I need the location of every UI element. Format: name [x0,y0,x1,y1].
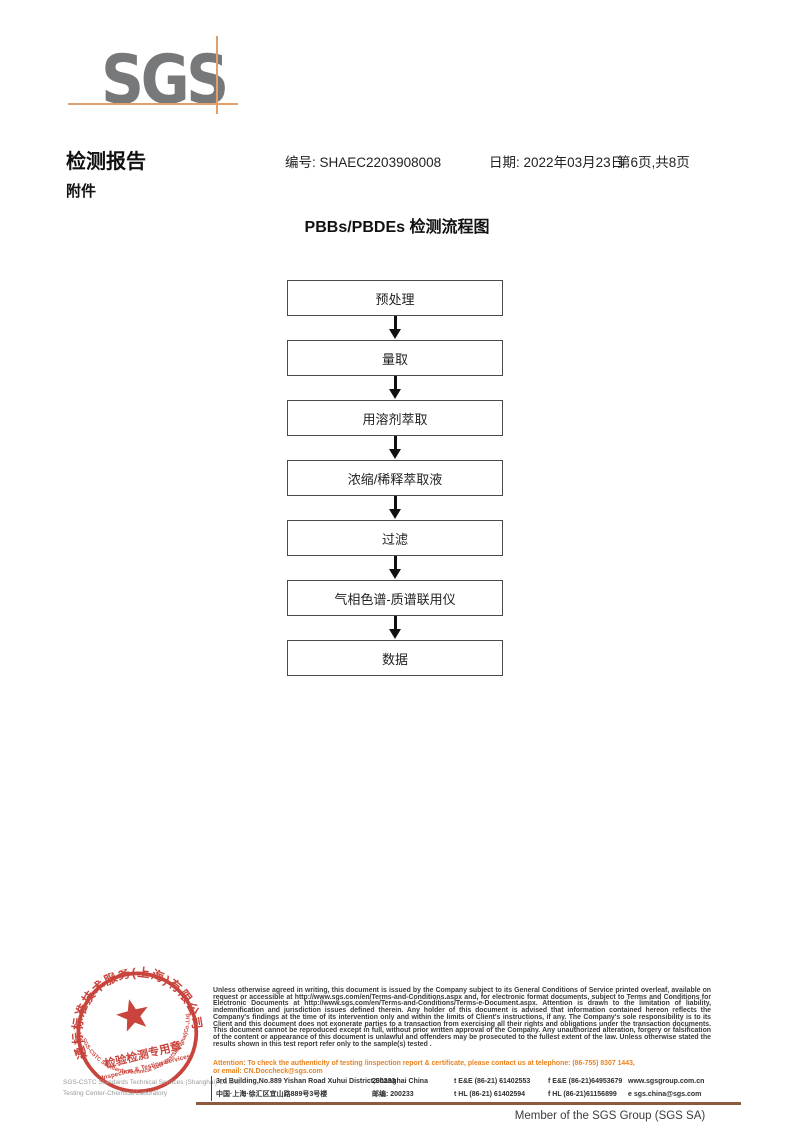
sgs-member-label: Member of the SGS Group (SGS SA) [514,1110,706,1122]
address-block: 3rd Building,No.889 Yishan Road Xuhui Di… [211,1076,746,1101]
flow-arrow-down-icon [287,616,503,640]
attachment-label: 附件 [66,183,97,200]
flow-step-solvent-extraction: 用溶剂萃取 [287,400,503,436]
arrow-head [389,629,401,639]
flow-arrow-down-icon [287,556,503,580]
flow-step-gcms: 气相色谱-质谱联用仪 [287,580,503,616]
logo-crosshair-vertical-line [216,36,218,114]
postcode-cn: 邮编: 200233 [372,1090,414,1098]
attention-notice-line2: or email: CN.Doccheck@sgs.com [213,1067,323,1075]
flow-step-data: 数据 [287,640,503,676]
stamp-star-icon [116,999,148,1032]
flow-step-label: 预处理 [375,291,415,307]
flow-step-label: 用溶剂萃取 [362,411,428,427]
arrow-stem [393,436,397,450]
legal-disclaimer-text: Unless otherwise agreed in writing, this… [213,987,711,1048]
arrow-stem [393,376,397,390]
arrow-head [389,569,401,579]
flow-arrow-down-icon [287,436,503,460]
report-date-value: 2022年03月23日 [523,155,625,170]
report-number-value: SHAEC2203908008 [319,155,442,170]
flowchart: 预处理 量取 用溶剂萃取 浓缩/稀释萃取液 过滤 气相色谱-质谱联用仪 数据 [287,280,503,676]
arrow-head [389,329,401,339]
address-row-en: 3rd Building,No.889 Yishan Road Xuhui Di… [216,1076,746,1089]
flow-step-pretreatment: 预处理 [287,280,503,316]
fax-en: f E&E (86-21)64953679 [548,1078,623,1085]
report-number: 编号: SHAEC2203908008 [285,151,441,171]
phone-en: t E&E (86-21) 61402553 [454,1078,531,1085]
address-row-cn: 中国·上海·徐汇区宜山路889号3号楼 邮编: 200233 t HL (86-… [216,1089,746,1102]
attention-notice-line1: Attention: To check the authenticity of … [213,1060,635,1067]
flow-step-label: 量取 [381,351,408,367]
flow-step-measure: 量取 [287,340,503,376]
flow-arrow-down-icon [287,376,503,400]
phone-cn: t HL (86-21) 61402594 [454,1090,526,1098]
logo-crosshair-horizontal-line [68,103,238,105]
flowchart-title: PBBs/PBDEs 检测流程图 [304,219,490,236]
report-date-label: 日期: [489,155,520,170]
arrow-stem [393,556,397,570]
flow-step-label: 过滤 [381,531,408,547]
address-en: 3rd Building,No.889 Yishan Road Xuhui Di… [216,1078,428,1085]
report-date: 日期: 2022年03月23日 [489,151,624,171]
arrow-stem [393,496,397,510]
website-url: www.sgsgroup.com.cn [628,1078,705,1085]
address-cn: 中国·上海·徐汇区宜山路889号3号楼 [216,1090,328,1098]
arrow-head [389,509,401,519]
company-lab-line: Testing Center-Chemical Laboratory [63,1090,168,1097]
arrow-stem [393,316,397,330]
fax-cn: f HL (86-21)61156899 [548,1090,617,1098]
arrow-head [389,449,401,459]
email-address: e sgs.china@sgs.com [628,1090,702,1098]
page-indicator: 第6页,共8页 [617,155,690,170]
flow-step-label: 浓缩/稀释萃取液 [347,471,443,487]
flow-arrow-down-icon [287,316,503,340]
arrow-stem [393,616,397,630]
flow-arrow-down-icon [287,496,503,520]
postcode-en: 200233 [372,1078,396,1085]
company-name-line: SGS-CSTC Standards Technical Services (S… [63,1079,242,1086]
flow-step-label: 气相色谱-质谱联用仪 [334,591,456,607]
flow-step-concentrate-dilute: 浓缩/稀释萃取液 [287,460,503,496]
stamp-ring [76,971,199,1094]
report-title: 检测报告 [66,151,146,173]
flow-step-filter: 过滤 [287,520,503,556]
report-number-label: 编号: [285,155,316,170]
arrow-head [389,389,401,399]
flow-step-label: 数据 [381,651,408,667]
footer-divider-line [196,1102,741,1105]
